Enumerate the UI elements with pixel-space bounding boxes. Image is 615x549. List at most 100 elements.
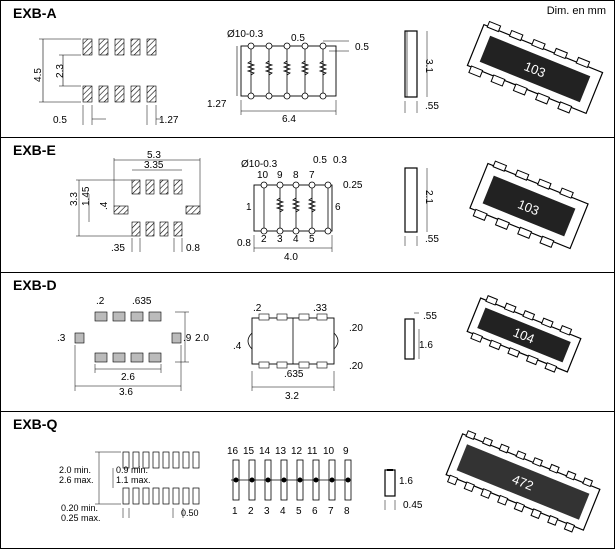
land-h-total: 4.5 [33,68,44,82]
land-pitch: 1.27 [159,115,179,126]
side-height: 2.1 [423,190,434,204]
section-title: EXB-E [13,142,56,158]
circuit-top-c: 0.25 [343,180,363,191]
circuit-length: 4.0 [284,252,298,263]
circuit-diagram [247,313,339,391]
pin-6: 6 [335,202,341,213]
pin-12: 12 [291,446,303,457]
exb-q-drawings: 2.0 min. 2.6 max. 0.9 min. 1.1 max. 0.20… [59,430,601,533]
pin-1: 1 [246,202,252,213]
land-pitch: 0.50 [181,508,199,518]
pin-6: 6 [312,506,318,517]
circuit-diagram [231,459,352,501]
chip-illustration: 104 [466,295,582,373]
land-pattern [39,38,161,125]
pin-3: 3 [277,234,283,245]
circuit-c: .20 [349,323,363,334]
circuit-f: .20 [349,361,363,372]
exb-e-drawings: 5.3 3.35 3.3 1.45 .4 .35 0.8 [69,150,589,263]
circuit-length: 3.2 [285,391,299,402]
land-w-total: 3.6 [119,387,133,398]
chip-illustration: 103 [466,20,604,115]
land-h1: 2.0 min. [59,465,91,475]
pin-2: 2 [248,506,254,517]
pin-1: 1 [232,506,238,517]
section-title: EXB-A [13,5,57,21]
section-exb-q: EXB-Q [1,411,614,549]
pin-4: 4 [293,234,299,245]
side-view [404,312,420,360]
land-w2: 0.25 max. [61,513,101,523]
land-w-total: 5.3 [147,150,161,161]
pin-16: 16 [227,446,239,457]
pin-7: 7 [328,506,334,517]
chip-illustration: 472 [445,430,601,533]
pin-2: 2 [261,234,267,245]
pin-11: 11 [307,446,318,457]
chip-illustration: 103 [469,160,589,250]
land-pitch: 0.8 [186,243,200,254]
pin-10: 10 [323,446,335,457]
section-exb-d: EXB-D [1,272,614,412]
circuit-top-b: 0.5 [355,42,369,53]
circuit-a: .2 [253,303,262,314]
circuit-b: .33 [313,303,327,314]
section-title: EXB-D [13,277,57,293]
pin-14: 14 [259,446,271,457]
land-pattern [74,311,189,391]
land-pad-h: .4 [99,201,110,210]
pin-13: 13 [275,446,287,457]
land-h2: 2.6 max. [59,475,94,485]
circuit-pitch: 0.8 [237,238,251,249]
land-w1: 0.20 min. [61,503,98,513]
land-gap: .9 [183,333,192,344]
land-pad-w: .2 [96,296,105,307]
circuit-top-a: 0.5 [291,33,305,44]
land-g1: 0.9 min. [116,465,148,475]
side-thick: 0.45 [403,500,423,511]
exb-d-drawings: .2 .635 .3 .9 2.0 2.6 3.6 [57,295,582,402]
circuit-pitch: 1.27 [207,99,227,110]
circuit-e: .635 [284,369,304,380]
land-h-total: 2.0 [195,333,209,344]
circuit-diameter: Ø10-0.3 [241,159,278,170]
side-view [384,469,396,510]
circuit-top-a: 0.5 [313,155,327,166]
pin-7: 7 [309,170,315,181]
land-pitch: .635 [132,296,152,307]
units-note: Dim. en mm [546,5,606,17]
circuit-top-b: 0.3 [333,155,347,166]
section-exb-e: EXB-E [1,137,614,273]
section-title: EXB-Q [13,416,58,432]
land-g2: 1.1 max. [116,475,151,485]
pin-3: 3 [264,506,270,517]
land-h-gap: 2.3 [55,64,66,78]
side-thick: .55 [425,234,439,245]
side-view [404,30,428,113]
land-h-total: 3.3 [69,192,80,206]
side-height: 3.1 [423,59,434,73]
side-height: 1.6 [419,340,433,351]
circuit-diagram [253,181,333,252]
circuit-diagram [236,40,349,115]
side-thick: .55 [423,311,437,322]
side-view [404,167,428,246]
circuit-length: 6.4 [282,114,296,125]
pin-8: 8 [293,170,299,181]
pin-5: 5 [296,506,302,517]
pin-8: 8 [344,506,350,517]
pin-4: 4 [280,506,286,517]
side-height: 1.6 [399,476,413,487]
land-pad-w: 0.5 [53,115,67,126]
exb-a-drawings: 4.5 2.3 0.5 1.27 [33,20,604,126]
section-exb-a: EXB-A Dim. en mm [1,1,614,137]
side-thick: .55 [425,101,439,112]
land-pad-w: .35 [111,243,125,254]
pin-9: 9 [343,446,349,457]
pin-5: 5 [309,234,315,245]
land-w-inner: 2.6 [121,372,135,383]
pin-9: 9 [277,170,283,181]
circuit-d: .4 [233,341,242,352]
pin-10: 10 [257,170,269,181]
